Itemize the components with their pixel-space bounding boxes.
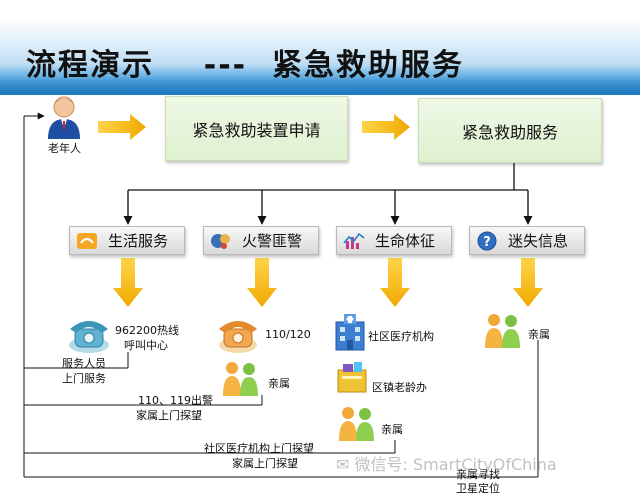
relatives-icon-lost [482,312,524,348]
arrow-actor-to-apply [98,114,146,140]
office-folder-icon [334,360,370,394]
relatives-icon-vital [336,405,378,441]
medical-line1: 社区医疗机构上门探望 [204,442,314,455]
hospital-building-icon [332,312,368,352]
watermark-text: 微信号: SmartCityOfChina [354,455,557,474]
category-life-service-label: 生活服务 [108,232,169,250]
arrow-apply-to-service [362,114,410,140]
phone-service-icon [76,231,98,251]
category-life-service: 生活服务 [69,226,185,255]
town-elderly-office-label: 区镇老龄办 [372,381,427,394]
telephone-icon [66,315,112,355]
hotline-title: 962200热线 [115,324,179,337]
police-number-label: 110/120 [265,328,311,341]
alarm-line2: 家属上门探望 [136,409,202,422]
arrow-down-3 [380,258,410,307]
category-fire-alarm-label: 火警匪警 [242,232,303,250]
vital-signs-chart-icon [343,231,365,251]
apply-emergency-device-label: 紧急救助装置申请 [192,120,321,140]
service-staff-line1: 服务人员 [62,357,106,370]
arrow-down-1 [113,258,143,307]
alarm-line1: 110、119出警 [138,394,213,407]
actor-label: 老年人 [48,142,81,155]
hotline-subtitle: 呼叫中心 [124,339,168,352]
arrow-down-4 [513,258,543,307]
lost-line1: 亲属寻找 [456,468,500,481]
elderly-person-icon [44,95,84,139]
relatives-icon-fire [220,360,262,396]
header-banner [0,0,640,95]
category-vital-signs: 生命体征 [336,226,452,255]
service-staff-line2: 上门服务 [62,372,106,385]
category-lost-info: ? 迷失信息 [469,226,585,255]
telephone-orange-icon [216,315,260,355]
wechat-watermark: ✉ 微信号: SmartCityOfChina [336,451,557,475]
apply-emergency-device-box: 紧急救助装置申请 [165,96,348,161]
category-fire-alarm: 火警匪警 [203,226,319,255]
lost-line2: 卫星定位 [456,482,500,495]
emergency-service-box: 紧急救助服务 [418,98,602,163]
medical-line2: 家属上门探望 [232,457,298,470]
relatives-label-lost: 亲属 [528,328,550,341]
fire-alarm-icon [210,231,232,251]
community-medical-label: 社区医疗机构 [368,330,434,343]
page-title: 流程演示 --- 紧急救助服务 [26,48,465,83]
wechat-icon: ✉ [336,455,355,474]
emergency-service-label: 紧急救助服务 [461,122,558,142]
relatives-label-vital: 亲属 [381,423,403,436]
arrow-down-2 [247,258,277,307]
category-vital-signs-label: 生命体征 [375,232,436,250]
help-question-icon: ? [476,231,498,251]
category-lost-info-label: 迷失信息 [508,232,569,250]
svg-text:?: ? [483,235,491,250]
relatives-label-fire: 亲属 [268,377,290,390]
